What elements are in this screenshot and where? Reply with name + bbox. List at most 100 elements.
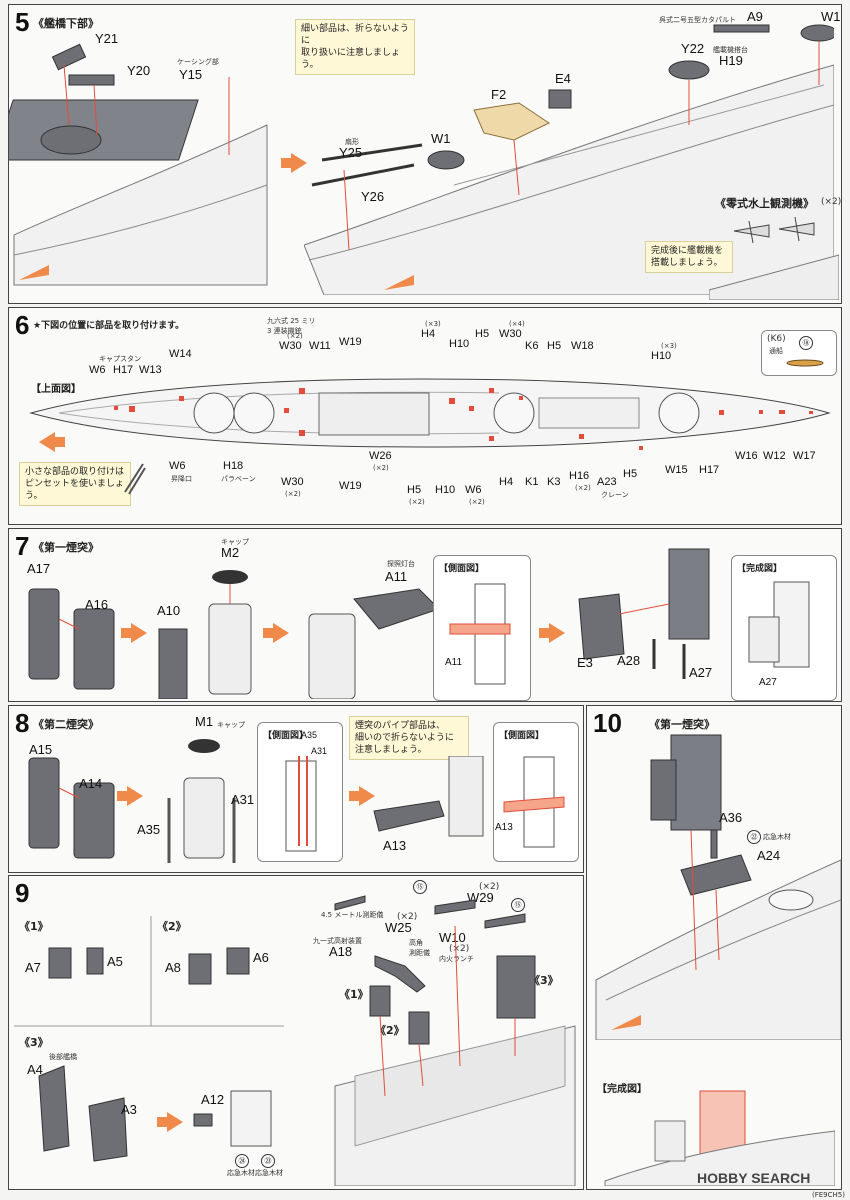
note-small: キャップ xyxy=(221,538,249,546)
part-label: A27 xyxy=(759,677,777,688)
qty: (×2) xyxy=(285,490,301,498)
qty: (×2) xyxy=(287,332,303,340)
part-label: W17 xyxy=(793,450,816,462)
step-10-panel: 10 《第一煙突》 A36 ㉒ 応急木材 A24 【完成図】 HOBBY SEA… xyxy=(586,705,842,1190)
qty: (×2) xyxy=(409,498,425,506)
part-label: Y20 xyxy=(127,63,151,78)
part-label: E4 xyxy=(555,71,571,86)
hull-right-illustration xyxy=(304,24,834,295)
part-label: W10 xyxy=(439,930,466,945)
note-small: 昇降口 xyxy=(171,475,192,483)
side-view-title: 【側面図】 xyxy=(439,564,485,574)
part-label: W14 xyxy=(169,348,192,360)
part-label: W18 xyxy=(571,340,594,352)
plane-qty: (×2) xyxy=(821,197,842,207)
note-small: 後部艦橋 xyxy=(49,1053,77,1061)
step-arrow xyxy=(539,623,565,643)
sub-step-2: 《2》 xyxy=(157,920,187,933)
qty: (×2) xyxy=(397,912,418,922)
note-small: 艦載機搭台 xyxy=(713,46,748,54)
part-label: H5 xyxy=(623,468,638,480)
position-mark-3: 《3》 xyxy=(529,974,559,987)
step-number: 9 xyxy=(15,878,30,908)
part-label: W16 xyxy=(735,450,758,462)
step-title: 《第二煙突》 xyxy=(33,718,99,731)
part-label: A28 xyxy=(617,653,641,668)
decal-number: ㉓ xyxy=(261,1154,275,1168)
deck-illustration xyxy=(709,254,839,300)
part-label: A15 xyxy=(29,742,53,757)
step-number: 10 xyxy=(593,708,622,738)
note-small: 応急木材 xyxy=(227,1169,255,1177)
funnel-2-parts-illustration xyxy=(28,739,236,863)
part-label: A11 xyxy=(385,569,408,584)
step-title: 《第一煙突》 xyxy=(33,541,99,554)
part-label: W6 xyxy=(169,460,186,472)
part-label: Y22 xyxy=(681,41,705,56)
plane-title: 《零式水上観測機》 xyxy=(715,197,814,210)
part-label: W12 xyxy=(763,450,786,462)
part-label: W30 xyxy=(499,328,522,340)
note-small: 4.5 メートル測距儀 xyxy=(321,911,384,919)
decal-number: ㉒ xyxy=(747,830,761,844)
note-small: 探照灯台 xyxy=(387,560,415,568)
note-small: 呉式二号五型カタパルト xyxy=(659,16,736,24)
part-label: W25 xyxy=(385,920,412,935)
note-small: キャップ xyxy=(217,721,245,729)
part-label: A35 xyxy=(301,730,318,740)
part-label: A9 xyxy=(747,9,763,24)
part-label: M2 xyxy=(221,545,240,560)
part-label: A7 xyxy=(25,960,41,975)
part-label: W19 xyxy=(339,336,362,348)
note-small: 高角 測距儀 xyxy=(409,939,430,957)
completed-view-title: 【完成図】 xyxy=(737,564,783,574)
decal-number: ⑮ xyxy=(413,880,427,894)
part-label: A31 xyxy=(231,792,255,807)
part-label: A13 xyxy=(495,822,513,833)
part-label: H17 xyxy=(113,364,134,376)
caution-note: 細い部品は、折らないように 取り扱いに注意しましょう。 xyxy=(295,19,415,75)
part-label: W1 xyxy=(821,9,841,24)
sub-step-3: 《3》 xyxy=(19,1036,49,1049)
step-number: 8 xyxy=(15,708,30,738)
qty: (×2) xyxy=(575,484,591,492)
part-label: W30 xyxy=(279,340,302,352)
part-label: A18 xyxy=(329,944,353,959)
part-label: Y21 xyxy=(95,31,119,46)
side-view-title: 【側面図】 xyxy=(263,731,309,741)
decal-number: ㉔ xyxy=(235,1154,249,1168)
note-small: キャプスタン xyxy=(99,355,141,363)
step-number: 5 xyxy=(15,7,30,37)
step-number: 6 xyxy=(15,310,30,340)
note-small: クレーン xyxy=(601,491,629,499)
part-label: M1 xyxy=(195,714,214,729)
step-8-panel: 8 《第二煙突》 A15 A14 キャップ M1 A31 A35 【側面図】 A… xyxy=(8,705,584,873)
step-6-panel: 6 ★下図の位置に部品を取り付けます。 【上面図】 キャプスタン W6 H17 … xyxy=(8,307,842,525)
step-7-panel: 7 《第一煙突》 A17 A16 A10 キャップ M2 探照灯台 A11 【側… xyxy=(8,528,842,702)
part-label: A8 xyxy=(165,960,181,975)
position-mark-1: 《1》 xyxy=(339,988,369,1001)
part-label: Y15 xyxy=(179,67,203,82)
part-label: A13 xyxy=(383,838,407,853)
part-label: H10 xyxy=(449,338,470,350)
decal-number: ⑱ xyxy=(799,336,813,350)
part-label: K1 xyxy=(525,476,539,488)
part-label: A4 xyxy=(27,1062,43,1077)
part-label: A17 xyxy=(27,561,51,576)
k6-sub: 通船 xyxy=(769,347,783,355)
completed-view-title: 【完成図】 xyxy=(597,1084,647,1095)
part-label: A23 xyxy=(597,476,617,488)
caution-note: 煙突のパイプ部品は、 細いので折らないように 注意しましょう。 xyxy=(349,716,469,760)
note-small: パラベーン xyxy=(221,475,256,483)
qty: (×2) xyxy=(449,944,470,954)
step-arrow xyxy=(263,623,289,643)
funnel-install-illustration xyxy=(595,734,841,1040)
note-small: 扇形 xyxy=(345,138,359,146)
sub-parts-illustration xyxy=(38,947,272,1162)
page-code: (FE9CH5) xyxy=(812,1191,845,1199)
part-label: H5 xyxy=(475,328,490,340)
part-label: H19 xyxy=(719,53,743,68)
qty: (×2) xyxy=(373,464,389,472)
step-title: ★下図の位置に部品を取り付けます。 xyxy=(33,321,185,331)
part-label: H17 xyxy=(699,464,720,476)
